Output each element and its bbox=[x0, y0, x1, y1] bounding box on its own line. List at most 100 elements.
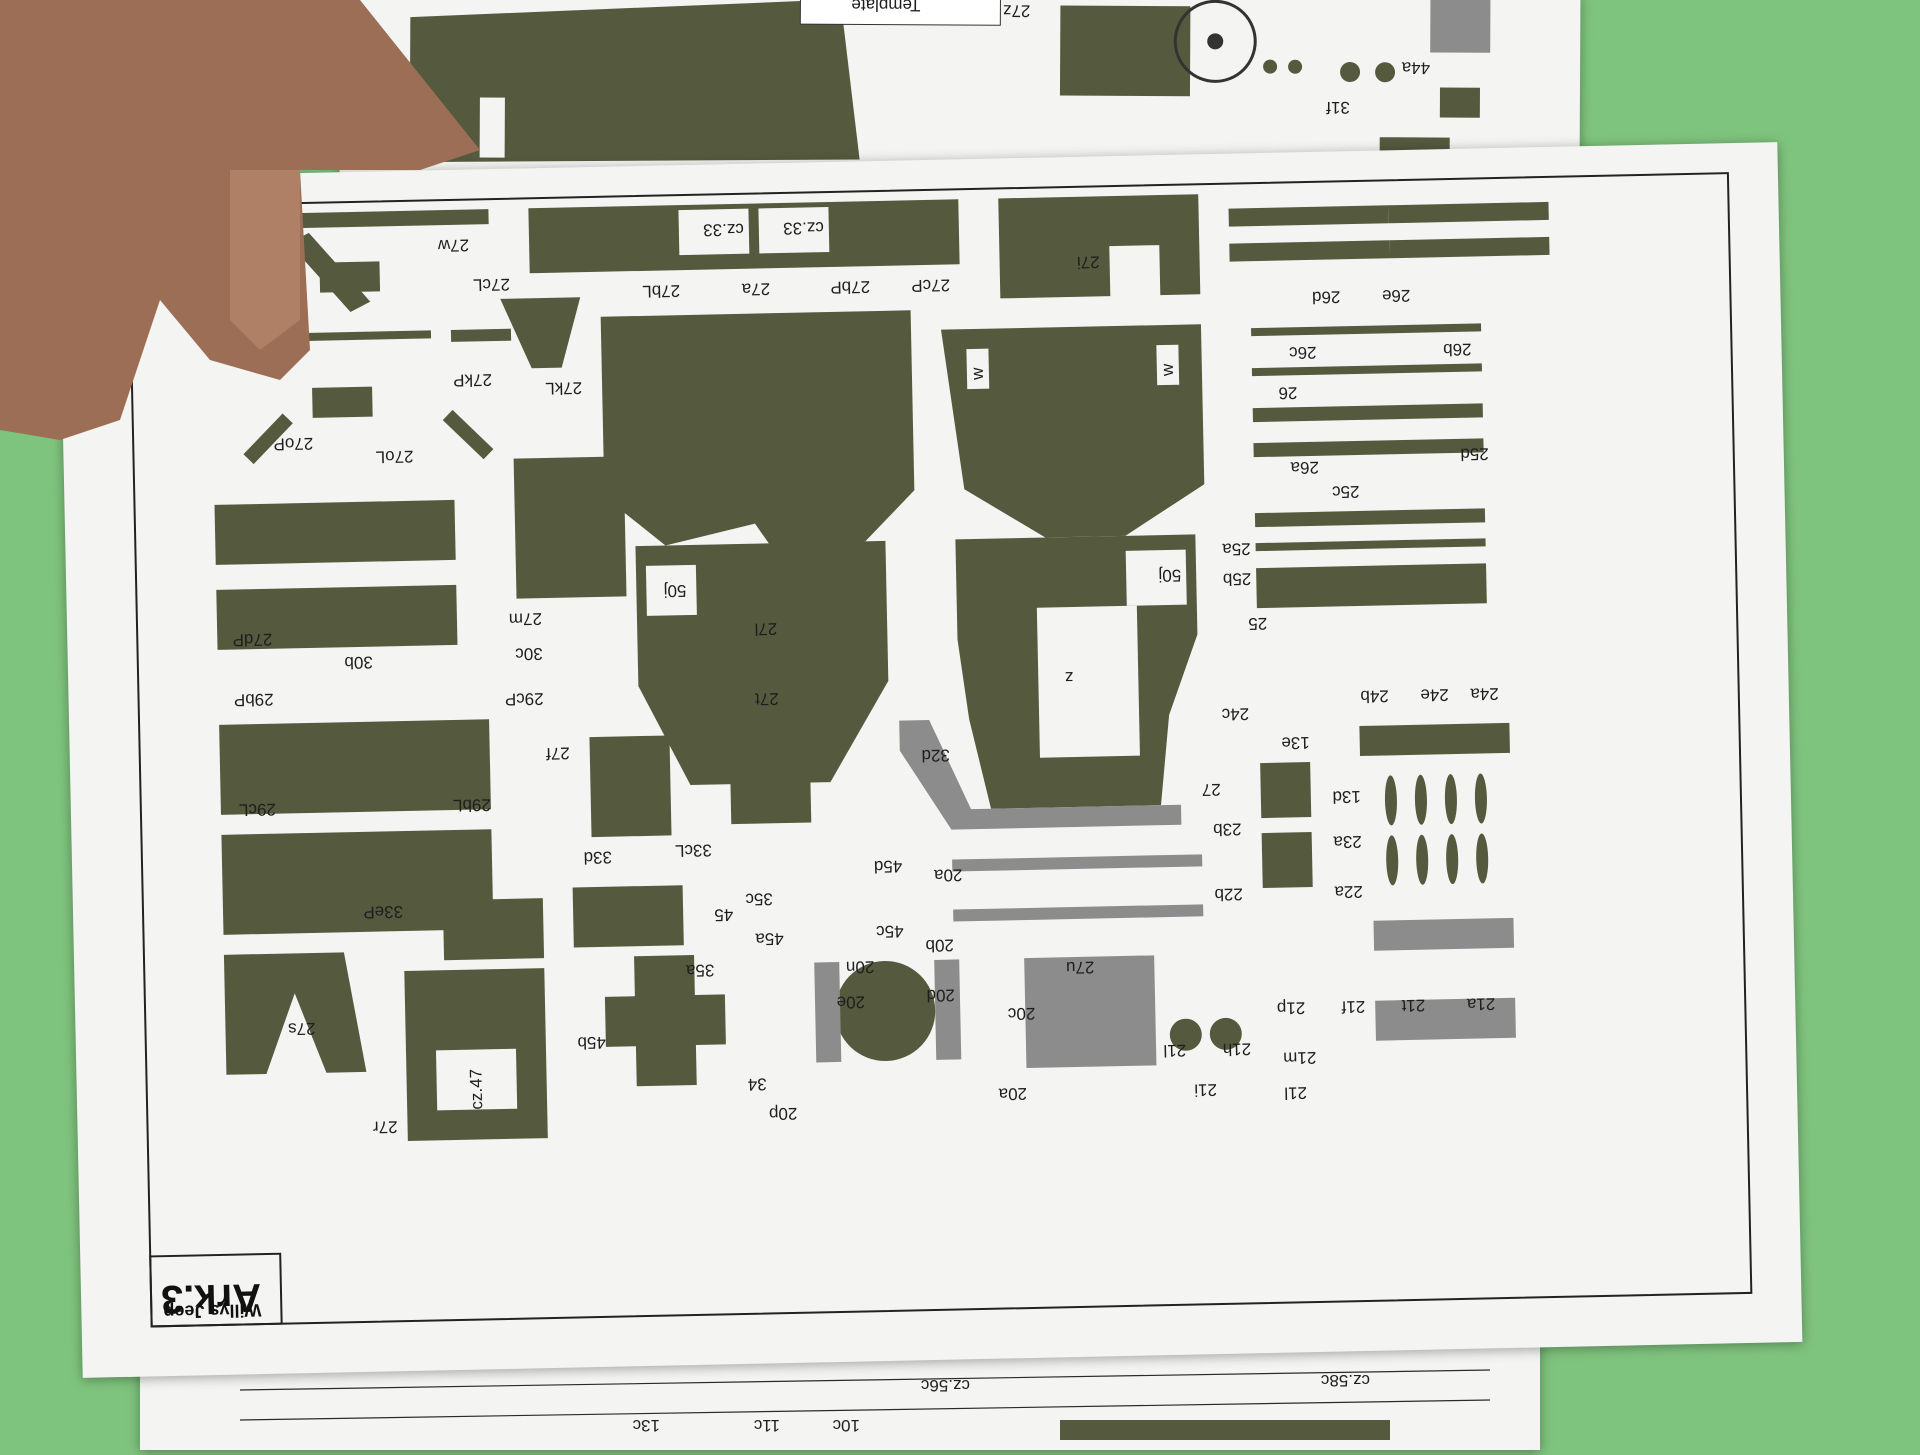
part-26 bbox=[1252, 403, 1483, 423]
part-23a-4 bbox=[1474, 773, 1487, 824]
bottom-label-cz56c: cz.56c bbox=[920, 1376, 970, 1395]
label-20d: 20d bbox=[926, 986, 955, 1006]
label-21l: 21l bbox=[1163, 1041, 1186, 1060]
part-27m bbox=[513, 456, 627, 599]
label-20a-lower: 20a bbox=[998, 1084, 1027, 1104]
part-27u-small bbox=[450, 328, 512, 342]
steering-wheel-part bbox=[1173, 0, 1257, 83]
part-22a-3 bbox=[1446, 834, 1459, 885]
label-30b: 30b bbox=[344, 653, 373, 673]
part-26a bbox=[1253, 438, 1484, 458]
main-sheet-drawing: Ark.3 Willys Jeep cz.33 cz.33 cz bbox=[127, 172, 1753, 1328]
label-25a: 25a bbox=[1222, 539, 1251, 559]
sheet-frame bbox=[127, 172, 1753, 1328]
part-21i-wheel bbox=[1169, 1018, 1202, 1051]
part-23b bbox=[1260, 762, 1312, 819]
part-z bbox=[1024, 955, 1157, 1069]
top-olive-panel bbox=[409, 0, 860, 163]
bottom-rule-a bbox=[239, 1369, 1491, 1391]
sheet-title: Ark.3 bbox=[161, 1275, 262, 1321]
label-27w: 27w bbox=[437, 236, 469, 256]
part-labels: 27w 27cL 27cP 27bP 27a 27bL 27i 26d 26e … bbox=[232, 236, 1499, 1137]
bottom-label-10c: 10c bbox=[832, 1416, 860, 1435]
part-26b bbox=[1251, 363, 1482, 377]
label-27kP: 27kP bbox=[453, 370, 492, 390]
label-32d: 32d bbox=[921, 746, 950, 766]
part-26e-a bbox=[1388, 201, 1549, 224]
top-white-strip bbox=[479, 97, 505, 158]
label-33eP: 33eP bbox=[363, 902, 403, 922]
label-27l: 27l bbox=[754, 619, 777, 638]
part-26e-b bbox=[1389, 236, 1550, 259]
part-27-grille bbox=[635, 540, 889, 786]
label-w-body: z bbox=[1065, 668, 1074, 687]
label-22a: 22a bbox=[1334, 882, 1363, 902]
label-30c: 30c bbox=[515, 644, 543, 664]
label-27s: 27s bbox=[288, 1019, 316, 1039]
bottom-rule-b bbox=[239, 1399, 1491, 1421]
label-24c: 24c bbox=[1221, 704, 1249, 724]
label-45: 45 bbox=[714, 905, 733, 924]
top-gray-block bbox=[1430, 0, 1491, 53]
label-45c: 45c bbox=[875, 922, 903, 942]
label-13e: 13e bbox=[1281, 733, 1310, 753]
box-37 bbox=[645, 564, 697, 616]
label-27oL: 27oL bbox=[376, 447, 414, 467]
label-21t: 21t bbox=[1401, 996, 1425, 1015]
part-27u-bar bbox=[280, 330, 432, 342]
label-24b: 24b bbox=[1360, 686, 1389, 706]
part-26c bbox=[1251, 323, 1482, 337]
box-cz37c bbox=[1125, 549, 1187, 606]
part-27-hood-left bbox=[600, 310, 915, 554]
part-33eP-b bbox=[572, 885, 684, 948]
part-27f bbox=[589, 735, 672, 838]
label-45b: 45b bbox=[577, 1033, 606, 1053]
top-ring-b bbox=[1288, 59, 1303, 74]
bottom-label-13c: 13c bbox=[632, 1416, 660, 1435]
part-33cP bbox=[216, 584, 458, 650]
top-ring-c bbox=[1340, 62, 1361, 83]
bottom-sheet-parts: 13c 11c 10c cz.56c cz.58c bbox=[239, 1369, 1491, 1440]
label-25b: 25b bbox=[1223, 569, 1252, 589]
label-25: 25 bbox=[1248, 614, 1267, 633]
label-27cP: 27cP bbox=[911, 275, 950, 295]
label-33d: 33d bbox=[583, 848, 612, 868]
part-22a-4 bbox=[1476, 833, 1489, 884]
part-26d-b bbox=[1229, 240, 1390, 262]
label-21a: 21a bbox=[1466, 994, 1495, 1014]
label-23a: 23a bbox=[1333, 832, 1362, 852]
label-26b: 26b bbox=[1443, 340, 1472, 360]
label-20b: 20b bbox=[925, 936, 954, 956]
bottom-label-11c: 11c bbox=[753, 1416, 780, 1435]
top-label-44a: 44a bbox=[1401, 58, 1430, 77]
part-29cL bbox=[221, 829, 494, 935]
label-24e: 24e bbox=[1420, 685, 1449, 705]
label-z: 27u bbox=[1066, 958, 1095, 978]
part-27cL-block bbox=[319, 261, 381, 293]
label-27bP: 27bP bbox=[830, 277, 870, 297]
part-27s bbox=[223, 952, 367, 1075]
cz33-b-box bbox=[758, 207, 830, 254]
top-ring-a bbox=[1263, 59, 1278, 74]
label-27: 27 bbox=[1202, 780, 1221, 799]
part-25 bbox=[1256, 563, 1487, 609]
label-27kL: 27kL bbox=[545, 378, 582, 398]
part-23a-1 bbox=[1384, 775, 1397, 826]
part-27oL-arm bbox=[442, 409, 494, 460]
label-26d: 26d bbox=[1312, 287, 1341, 307]
label-29bL: 29bL bbox=[453, 795, 491, 815]
label-34: 34 bbox=[748, 1074, 767, 1093]
label-27dP: 27dP bbox=[232, 630, 272, 650]
label-21m: 21m bbox=[1283, 1048, 1316, 1068]
label-29cL: 29cL bbox=[239, 800, 276, 820]
top-ring-d bbox=[1375, 62, 1396, 83]
label-cz33-b: cz.33 bbox=[783, 218, 824, 238]
label-24a: 24a bbox=[1470, 684, 1499, 704]
part-33cL bbox=[214, 499, 456, 565]
label-21f: 21f bbox=[1341, 997, 1365, 1016]
label-26e: 26e bbox=[1382, 286, 1411, 306]
label-25d: 25d bbox=[1460, 444, 1489, 464]
label-27r: 27r bbox=[372, 1117, 397, 1137]
label-20e: 20e bbox=[836, 992, 865, 1012]
sheet-subtitle: Willys Jeep bbox=[163, 1300, 261, 1322]
